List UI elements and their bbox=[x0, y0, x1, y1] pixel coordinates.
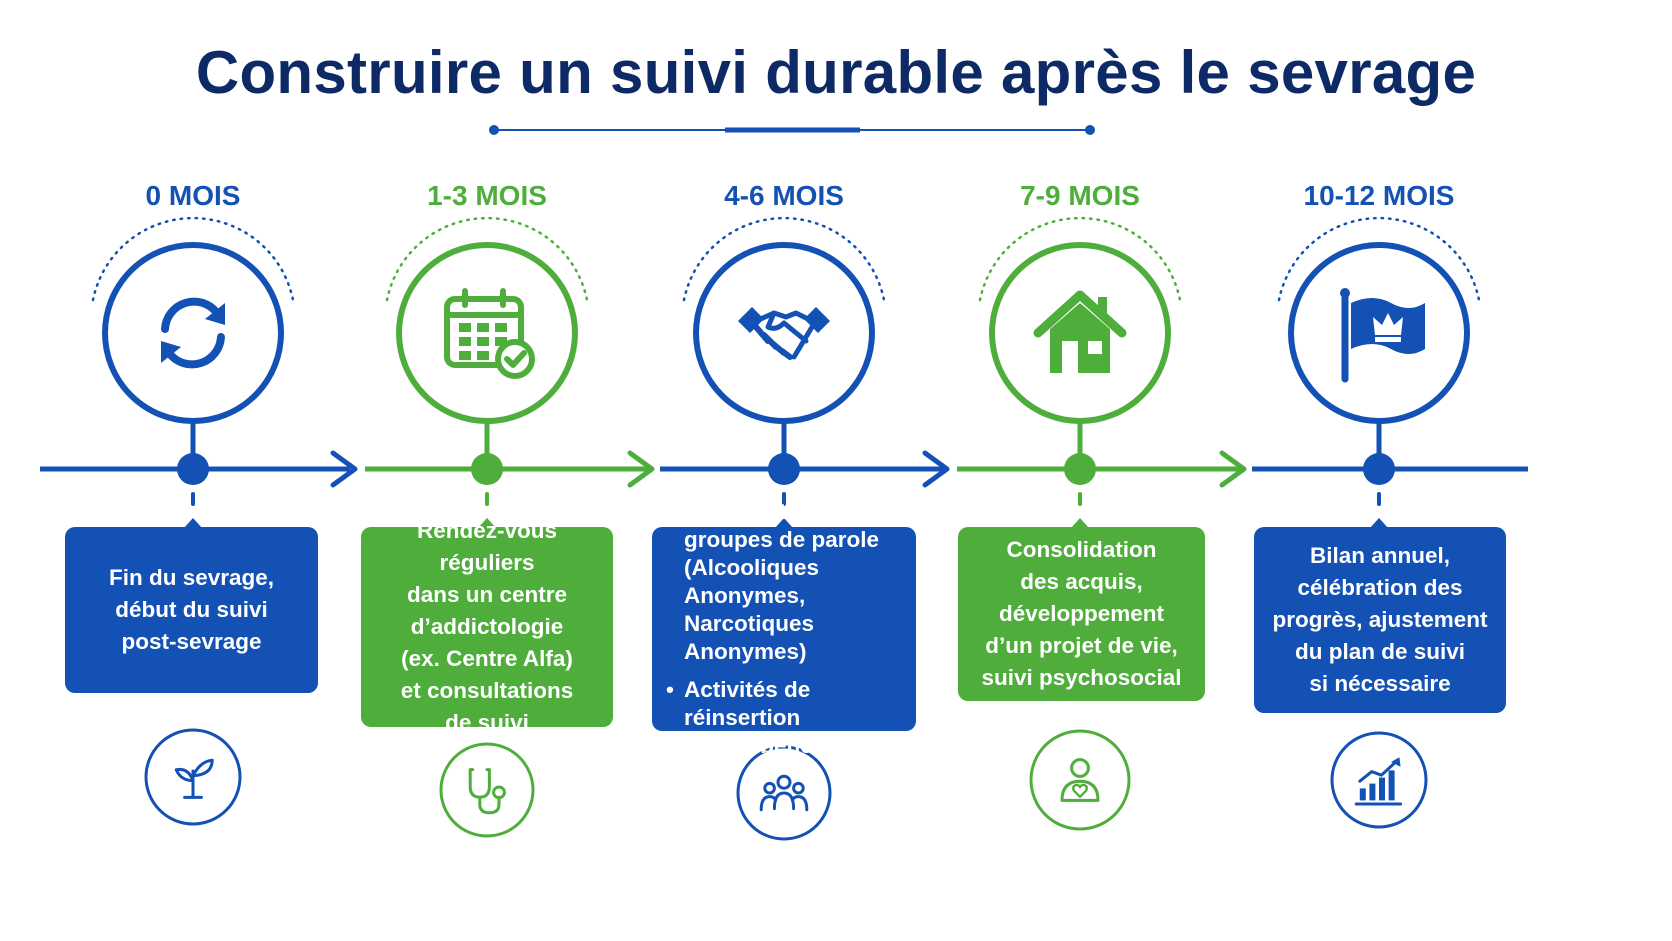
stage-circle-3 bbox=[693, 242, 875, 424]
stethoscope-icon bbox=[468, 768, 506, 815]
bullet-item-2: Activités de réinsertion(sport, bénévola… bbox=[664, 676, 904, 760]
stage-label-2: 1-3 MOIS bbox=[427, 180, 547, 211]
stage-label-1: 0 MOIS bbox=[145, 180, 241, 211]
stage-label-3: 4-6 MOIS bbox=[724, 180, 844, 211]
bottom-circle-2 bbox=[439, 742, 535, 838]
page-title: Construire un suivi durable après le sev… bbox=[195, 39, 1477, 106]
timeline-node-5 bbox=[1363, 453, 1395, 485]
house-icon bbox=[1033, 290, 1127, 373]
box-pointer-5 bbox=[1370, 518, 1388, 528]
timeline-node-1 bbox=[177, 453, 209, 485]
person-heart-icon bbox=[1060, 758, 1100, 802]
stage-label-4: 7-9 MOIS bbox=[1020, 180, 1140, 211]
box-pointer-4 bbox=[1071, 518, 1089, 528]
flag-crown-icon bbox=[1340, 288, 1425, 383]
stage-label-5: 10-12 MOIS bbox=[1303, 180, 1455, 211]
growth-chart-icon bbox=[1354, 757, 1403, 806]
bottom-circle-5 bbox=[1330, 731, 1428, 829]
calendar-check-icon bbox=[444, 288, 535, 379]
box-pointer-1 bbox=[184, 518, 202, 528]
timeline-node-2 bbox=[471, 453, 503, 485]
group-people-icon bbox=[759, 774, 809, 812]
timeline-node-4 bbox=[1064, 453, 1096, 485]
stage-circle-2 bbox=[396, 242, 578, 424]
stage-circle-1 bbox=[102, 242, 284, 424]
sprout-icon bbox=[174, 758, 214, 799]
box-pointer-2 bbox=[478, 518, 496, 528]
refresh-cycle-icon bbox=[161, 297, 225, 369]
handshake-icon bbox=[738, 307, 830, 360]
timeline-node-3 bbox=[768, 453, 800, 485]
